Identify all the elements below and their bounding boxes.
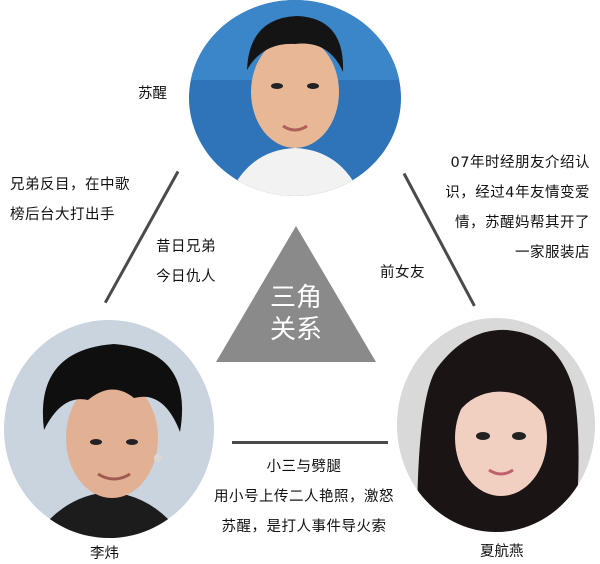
portrait-suxing [189, 0, 401, 196]
name-liwei: 李炜 [90, 546, 119, 562]
portrait-suxing-image [189, 0, 401, 196]
relation-bottom-line3: 苏醒，是打人事件导火索 [221, 519, 387, 535]
relation-top-left: 兄弟反目，在中歌 榜后台大打出手 [10, 170, 130, 230]
portrait-liwei [4, 320, 214, 538]
portrait-liwei-image [4, 320, 214, 538]
relation-top-right-line2: 识，经过4年友情变爱 [445, 185, 590, 201]
relation-top-left-line2: 榜后台大打出手 [10, 207, 115, 223]
portrait-xiahangyan [397, 318, 595, 532]
relation-top-right-line3: 情，苏醒妈帮其开了 [455, 215, 590, 231]
connector-bottom [232, 441, 388, 444]
relation-top-right-inner-line1: 前女友 [380, 265, 425, 281]
triangle-label: 三角 关系 [248, 282, 344, 346]
name-suxing: 苏醒 [138, 86, 167, 102]
portrait-xiahangyan-image [397, 318, 595, 532]
relation-top-left-line1: 兄弟反目，在中歌 [10, 177, 130, 193]
relation-top-left-inner-line2: 今日仇人 [156, 269, 216, 285]
relation-top-right-line1: 07年时经朋友介绍认 [450, 155, 590, 171]
relation-bottom-line1: 小三与劈腿 [266, 459, 342, 475]
relation-top-left-inner-line1: 昔日兄弟 [156, 239, 216, 255]
relation-top-right-line4: 一家服装店 [515, 245, 590, 261]
triangle-label-line2: 关系 [269, 315, 322, 345]
relationship-triangle [216, 226, 376, 362]
relation-bottom: 小三与劈腿 用小号上传二人艳照，激怒 苏醒，是打人事件导火索 [196, 452, 412, 542]
name-xiahangyan: 夏航燕 [480, 544, 524, 560]
relation-top-right-inner: 前女友 [380, 258, 425, 288]
relation-bottom-line2: 用小号上传二人艳照，激怒 [214, 489, 394, 505]
triangle-label-line1: 三角 [269, 283, 322, 313]
relation-top-right: 07年时经朋友介绍认 识，经过4年友情变爱 情，苏醒妈帮其开了 一家服装店 [432, 148, 590, 268]
relation-top-left-inner: 昔日兄弟 今日仇人 [156, 232, 216, 292]
